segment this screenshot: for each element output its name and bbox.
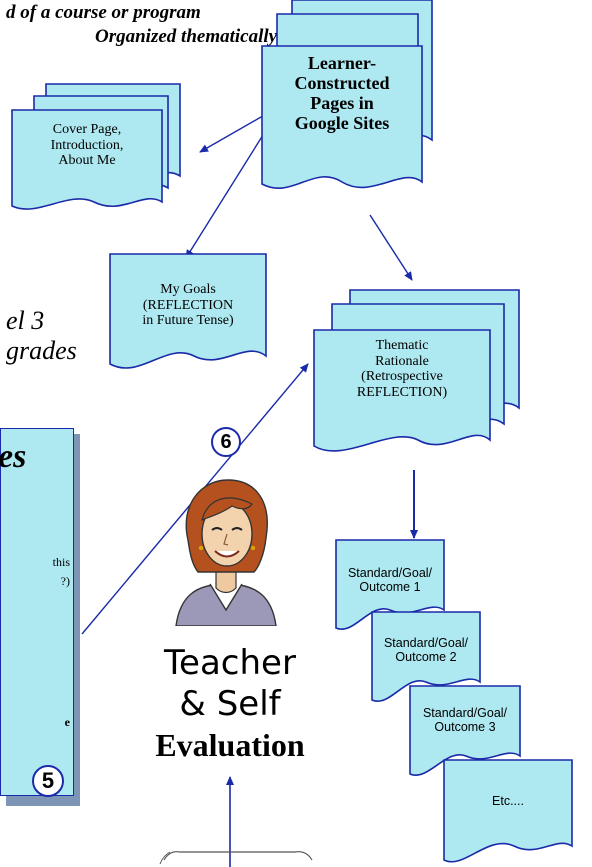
standard-doc-2: Standard/Goal/ Outcome 2 [371,611,482,712]
left-panel-title: es [0,438,27,475]
thematic-rationale-label: Thematic Rationale (Retrospective REFLEC… [356,338,448,401]
cover-page-label: Cover Page, Introduction, About Me [50,122,124,169]
arrow-to-goals [185,126,269,259]
evaluation-line-2: & Self [179,684,281,724]
bottom-bracket [163,851,313,861]
standard-doc-3: Standard/Goal/ Outcome 3 [409,685,522,786]
level-line-1: el 3 [6,306,45,335]
standard-1-label: Standard/Goal/ Outcome 1 [347,566,433,594]
thematic-rationale-stack: Thematic Rationale (Retrospective REFLEC… [313,289,524,460]
evaluation-line-3: Evaluation [155,727,305,763]
evaluation-line-1: Teacher [164,643,296,683]
google-sites-label: Learner- Constructed Pages in Google Sit… [294,53,390,134]
standard-3-label: Standard/Goal/ Outcome 3 [422,706,508,734]
badge-5-label: 5 [41,768,55,793]
left-panel-text-1: this [52,555,70,569]
left-panel: es this ?) e [0,428,80,808]
header-line-2: Organized thematically [95,26,278,47]
standard-etc-label: Etc.... [492,794,524,808]
left-panel-text-2: ?) [60,574,70,588]
badge-5: 5 [32,765,64,797]
arrow-to-thematic [369,214,413,281]
header-line-1: d of a course or program [6,2,201,23]
left-panel-text-3: e [64,715,70,729]
teacher-face-icon [170,476,282,627]
my-goals-doc: My Goals (REFLECTION in Future Tense) [109,252,270,402]
standard-2-label: Standard/Goal/ Outcome 2 [383,636,469,664]
level-line-2: grades [6,336,77,365]
badge-6-label: 6 [220,431,232,453]
my-goals-label: My Goals (REFLECTION in Future Tense) [142,282,234,329]
standard-doc-etc: Etc.... [443,759,576,867]
cover-page-stack: Cover Page, Introduction, About Me [11,83,188,224]
google-sites-pages-stack: Learner- Constructed Pages in Google Sit… [261,0,438,195]
arrow-to-cover [199,112,269,153]
standard-doc-1: Standard/Goal/ Outcome 1 [335,539,446,640]
badge-6: 6 [211,427,241,457]
